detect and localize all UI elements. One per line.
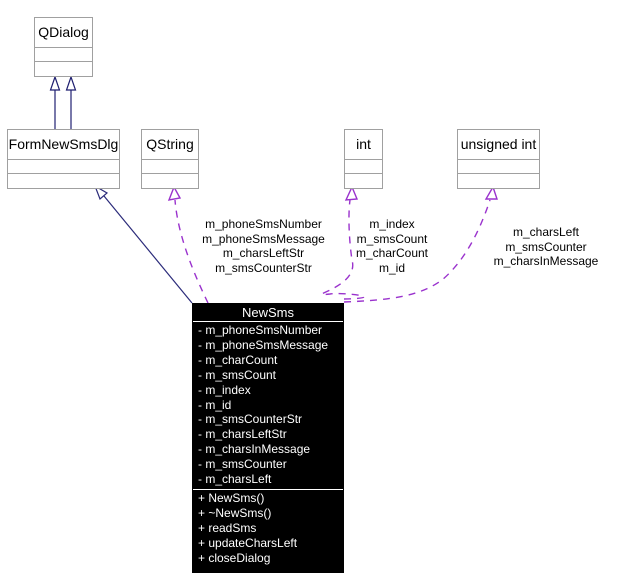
edge-label-line: m_smsCounter (505, 239, 587, 254)
class-node-unsigned-int-operations (458, 174, 539, 188)
class-node-unsigned-int[interactable]: unsigned int (457, 129, 540, 189)
class-node-newsms-title: NewSms (193, 304, 343, 322)
class-node-qdialog-title: QDialog (35, 18, 92, 48)
class-node-int-operations (345, 174, 382, 188)
class-node-formnewsmsdlg-operations (8, 174, 119, 188)
class-member-operation: + updateCharsLeft (198, 535, 298, 550)
class-member-attribute: - m_charsInMessage (198, 442, 311, 457)
class-member-attribute: - m_smsCounter (198, 457, 287, 472)
class-node-newsms-attributes: - m_phoneSmsNumber - m_phoneSmsMessage -… (193, 322, 343, 490)
class-node-qstring-title: QString (142, 130, 198, 160)
edge-label-line: m_phoneSmsNumber (205, 217, 322, 231)
class-member-attribute: - m_smsCount (198, 367, 277, 382)
class-node-formnewsmsdlg[interactable]: FormNewSmsDlg (7, 129, 120, 189)
edge-label-line: m_id (378, 260, 405, 275)
class-member-operation: + ~NewSms() (198, 505, 272, 520)
class-member-attribute: - m_charsLeftStr (198, 427, 287, 442)
edge-label-line: m_phoneSmsMessage (202, 231, 325, 246)
class-node-int-title: int (345, 130, 382, 160)
class-member-attribute: - m_phoneSmsMessage (198, 337, 329, 352)
edge-label-unsigned-int-usage: m_charsLeft m_smsCounter m_charsInMessag… (484, 225, 608, 269)
edge-label-qstring-usage: m_phoneSmsNumber m_phoneSmsMessage m_cha… (196, 217, 331, 275)
class-member-attribute: - m_smsCounterStr (198, 412, 303, 427)
class-node-unsigned-int-attributes (458, 160, 539, 174)
edge-label-line: m_charsLeftStr (222, 246, 305, 260)
class-member-attribute: - m_charCount (198, 352, 278, 367)
edge-label-line: m_charsLeft (512, 225, 580, 239)
class-node-qdialog-attributes (35, 48, 92, 62)
class-node-qstring-attributes (142, 160, 198, 174)
class-member-operation: + closeDialog (198, 550, 271, 565)
edge-label-line: m_smsCounterStr (215, 260, 312, 275)
inheritance-arrowhead-b (65, 75, 77, 91)
class-node-newsms-operations: + NewSms() + ~NewSms() + readSms + updat… (193, 490, 343, 568)
class-member-operation: + NewSms() (198, 490, 265, 505)
class-node-qdialog[interactable]: QDialog (34, 17, 93, 77)
class-node-formnewsmsdlg-attributes (8, 160, 119, 174)
class-member-operation: + readSms (198, 520, 257, 535)
edge-label-line: m_charsInMessage (493, 254, 599, 268)
class-node-newsms[interactable]: NewSms - m_phoneSmsNumber - m_phoneSmsMe… (192, 303, 344, 573)
edge-label-line: m_charCount (355, 246, 429, 260)
class-node-qdialog-operations (35, 62, 92, 76)
class-member-attribute: - m_charsLeft (198, 472, 272, 487)
inheritance-arrowhead-a (49, 75, 61, 91)
class-node-formnewsmsdlg-title: FormNewSmsDlg (8, 130, 119, 160)
class-member-attribute: - m_index (198, 382, 251, 397)
class-member-attribute: - m_id (198, 397, 232, 412)
edge-label-line: m_index (369, 217, 415, 231)
class-member-attribute: - m_phoneSmsNumber (198, 323, 323, 337)
edge-label-line: m_smsCount (356, 231, 428, 246)
class-node-int-attributes (345, 160, 382, 174)
class-node-qstring[interactable]: QString (141, 129, 199, 189)
association-edge-newsms-formnewsmsdlg (103, 195, 193, 304)
class-node-unsigned-int-title: unsigned int (458, 130, 539, 160)
class-node-qstring-operations (142, 174, 198, 188)
class-node-int[interactable]: int (344, 129, 383, 189)
edge-label-int-usage: m_index m_smsCount m_charCount m_id (345, 217, 439, 275)
